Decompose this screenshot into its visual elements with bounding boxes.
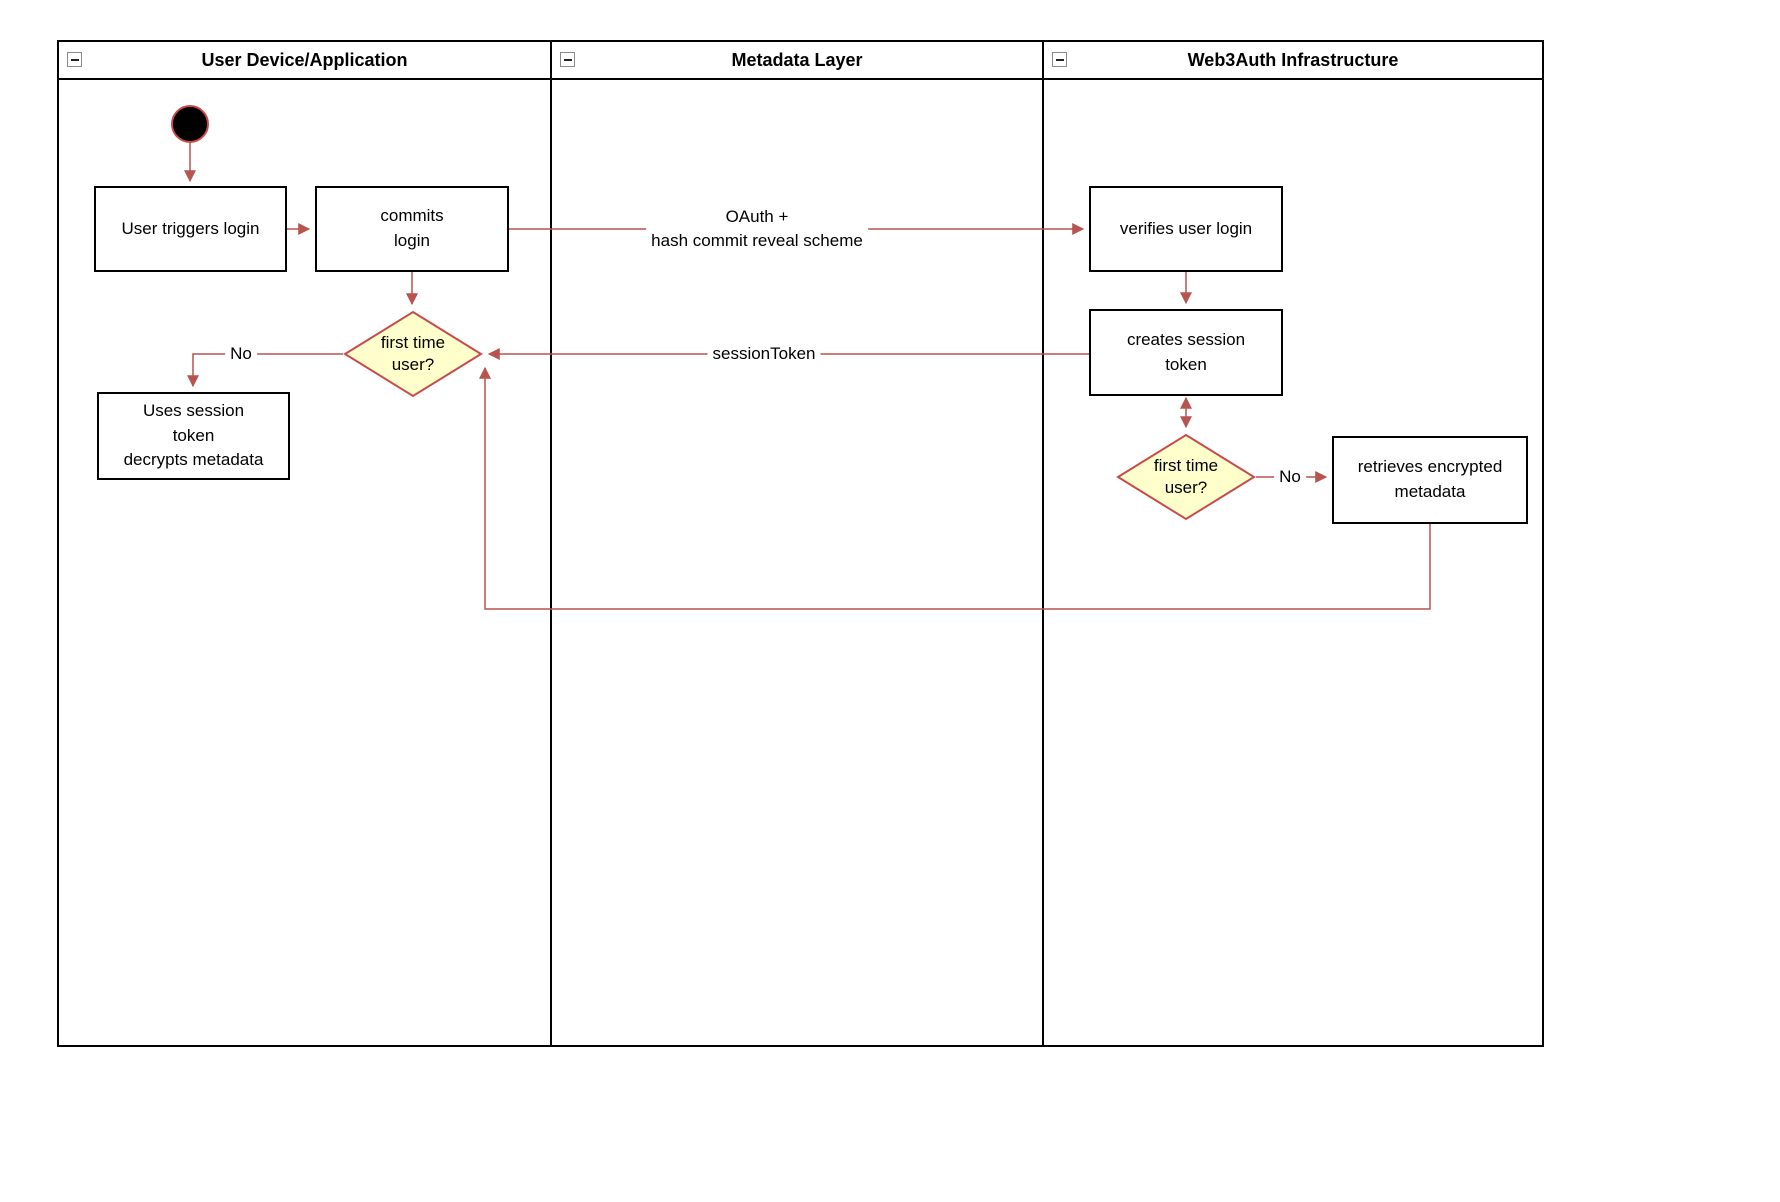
swimlane-activity-diagram: User Device/Application Metadata Layer W…	[57, 40, 1544, 1047]
collapse-lane-icon[interactable]	[560, 52, 575, 67]
minus-glyph	[563, 58, 572, 61]
lane-header-web3auth: Web3Auth Infrastructure	[1044, 42, 1542, 80]
node-commits-login: commits login	[315, 186, 509, 272]
collapse-lane-icon[interactable]	[67, 52, 82, 67]
decision-first-time-user-right: first time user?	[1116, 433, 1256, 521]
decision-right-label: first time user?	[1153, 455, 1219, 497]
minus-glyph	[1055, 58, 1064, 61]
decision-left-label: first time user?	[380, 332, 446, 374]
node-creates-session-token: creates session token	[1089, 309, 1283, 396]
diamond-shape	[343, 310, 483, 398]
node-uses-session-token: Uses session token decrypts metadata	[97, 392, 290, 480]
decision-first-time-user-left: first time user?	[343, 310, 483, 398]
edge-label-no-right: No	[1274, 464, 1306, 490]
node-user-triggers-login: User triggers login	[94, 186, 287, 272]
minus-glyph	[70, 58, 79, 61]
edge-label-oauth: OAuth + hash commit reveal scheme	[646, 204, 868, 254]
lane-title-web3auth: Web3Auth Infrastructure	[1187, 50, 1399, 70]
edge-label-session-token: sessionToken	[707, 341, 821, 367]
lane-header-metadata-layer: Metadata Layer	[552, 42, 1042, 80]
start-node	[171, 105, 209, 143]
edge-label-no-left: No	[225, 341, 257, 367]
collapse-lane-icon[interactable]	[1052, 52, 1067, 67]
lane-metadata-layer: Metadata Layer	[552, 42, 1044, 1045]
lane-header-user-device: User Device/Application	[59, 42, 550, 80]
lane-web3auth-infrastructure: Web3Auth Infrastructure	[1044, 42, 1542, 1045]
node-verifies-user-login: verifies user login	[1089, 186, 1283, 272]
lane-title-metadata-layer: Metadata Layer	[731, 50, 863, 70]
node-retrieves-encrypted-metadata: retrieves encrypted metadata	[1332, 436, 1528, 524]
lane-title-user-device: User Device/Application	[201, 50, 408, 70]
diamond-shape	[1116, 433, 1256, 521]
